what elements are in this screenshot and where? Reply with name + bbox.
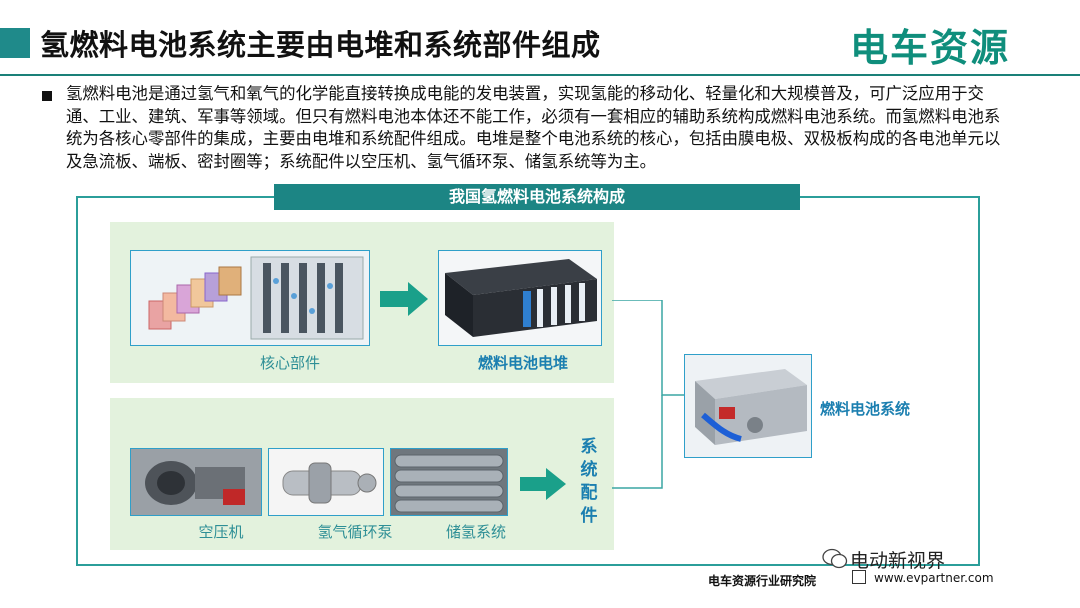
- footer-source: 电车资源行业研究院: [708, 574, 817, 588]
- air-compressor-image: [130, 448, 262, 516]
- web-icon: [852, 570, 866, 584]
- watermark-text: 电动新视界: [850, 550, 946, 572]
- fuel-cell-stack-caption: 燃料电池电堆: [477, 354, 568, 372]
- arrow-right-icon: [380, 282, 428, 316]
- logo-text: 电车资源: [850, 25, 1011, 70]
- bullet-square-icon: [42, 91, 52, 101]
- footer-url: www.evpartner.com: [874, 571, 994, 585]
- title-accent-bar: [0, 28, 30, 58]
- fuel-cell-stack-image: [438, 250, 602, 346]
- logo: 电车资源: [846, 20, 1010, 70]
- hydrogen-pump-caption: 氢气循环泵: [317, 523, 393, 541]
- wechat-icon: [822, 548, 848, 569]
- air-compressor-caption: 空压机: [198, 523, 244, 541]
- title-divider: [0, 74, 1080, 76]
- system-parts-vertical-label: 系统配件: [580, 437, 598, 526]
- page-title: 氢燃料电池系统主要由电堆和系统部件组成: [40, 28, 601, 62]
- fuel-cell-system-caption: 燃料电池系统: [820, 400, 911, 418]
- arrow-right-icon: [520, 468, 566, 500]
- hydrogen-pump-image: [268, 448, 384, 516]
- diagram-heading: 我国氢燃料电池系统构成: [274, 184, 800, 210]
- core-components-caption: 核心部件: [259, 354, 320, 372]
- intro-paragraph: 氢燃料电池是通过氢气和氧气的化学能直接转换成电能的发电装置，实现氢能的移动化、轻…: [66, 84, 1001, 171]
- hydrogen-storage-caption: 储氢系统: [445, 523, 506, 541]
- core-components-image: [130, 250, 370, 346]
- connector-lines: [612, 300, 686, 489]
- hydrogen-storage-image: [390, 448, 508, 516]
- fuel-cell-system-image: [684, 354, 812, 458]
